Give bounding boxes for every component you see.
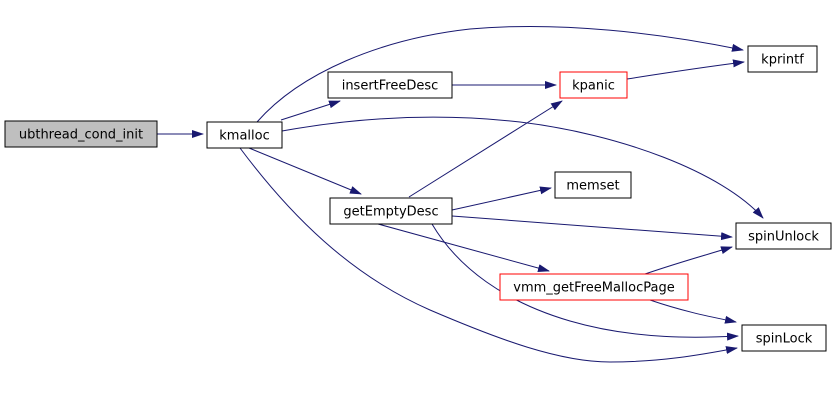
node-label: insertFreeDesc bbox=[342, 79, 439, 94]
edge-getEmptyDesc-to-vmm_getFreeMallocPage bbox=[377, 223, 550, 272]
edge-kmalloc-to-kprintf bbox=[256, 25, 744, 123]
node-label: getEmptyDesc bbox=[343, 205, 438, 220]
node-box bbox=[554, 171, 632, 199]
node-label: memset bbox=[566, 179, 619, 194]
node-label: ubthread_cond_init bbox=[19, 128, 143, 143]
edge-getEmptyDesc-to-memset bbox=[451, 186, 552, 211]
edge-getEmptyDesc-to-kpanic bbox=[408, 100, 563, 198]
node-box bbox=[206, 121, 283, 149]
node-box bbox=[329, 197, 453, 225]
node-box bbox=[4, 120, 158, 148]
node-memset[interactable]: memset bbox=[554, 171, 632, 199]
node-label: kprintf bbox=[761, 53, 804, 68]
edge-kmalloc-to-spinLock bbox=[239, 147, 738, 363]
node-label: kpanic bbox=[572, 79, 615, 94]
node-spinUnlock[interactable]: spinUnlock bbox=[735, 222, 832, 250]
node-kpanic[interactable]: kpanic bbox=[559, 71, 628, 99]
edge-kmalloc-to-spinUnlock bbox=[281, 116, 764, 219]
node-box bbox=[735, 222, 832, 250]
edge-kpanic-to-kprintf bbox=[626, 59, 745, 80]
edge-getEmptyDesc-to-spinLock bbox=[431, 223, 739, 341]
node-label: kmalloc bbox=[219, 129, 269, 144]
node-kprintf[interactable]: kprintf bbox=[747, 45, 818, 73]
node-label: vmm_getFreeMallocPage bbox=[513, 281, 674, 296]
node-box bbox=[327, 71, 453, 99]
nodes-layer: ubthread_cond_init kmalloc insertFreeDesc k… bbox=[4, 45, 832, 352]
node-kmalloc[interactable]: kmalloc bbox=[206, 121, 283, 149]
node-spinLock[interactable]: spinLock bbox=[741, 324, 827, 352]
edge-kmalloc-to-insertFreeDesc bbox=[280, 100, 341, 121]
node-label: spinUnlock bbox=[748, 230, 819, 245]
node-ubthread_cond_init: ubthread_cond_init bbox=[4, 120, 158, 148]
node-box bbox=[559, 71, 628, 99]
edge-vmm_getFreeMallocPage-to-spinUnlock bbox=[644, 246, 733, 275]
edge-kmalloc-to-getEmptyDesc bbox=[248, 147, 362, 195]
edge-getEmptyDesc-to-spinUnlock bbox=[451, 215, 733, 241]
node-box bbox=[747, 45, 818, 73]
node-insertFreeDesc[interactable]: insertFreeDesc bbox=[327, 71, 453, 99]
node-label: spinLock bbox=[756, 332, 813, 347]
node-vmm_getFreeMallocPage[interactable]: vmm_getFreeMallocPage bbox=[499, 273, 689, 301]
node-box bbox=[741, 324, 827, 352]
edge-vmm_getFreeMallocPage-to-spinLock bbox=[649, 299, 737, 324]
edges-layer bbox=[157, 25, 764, 363]
node-getEmptyDesc[interactable]: getEmptyDesc bbox=[329, 197, 453, 225]
node-box bbox=[499, 273, 689, 301]
